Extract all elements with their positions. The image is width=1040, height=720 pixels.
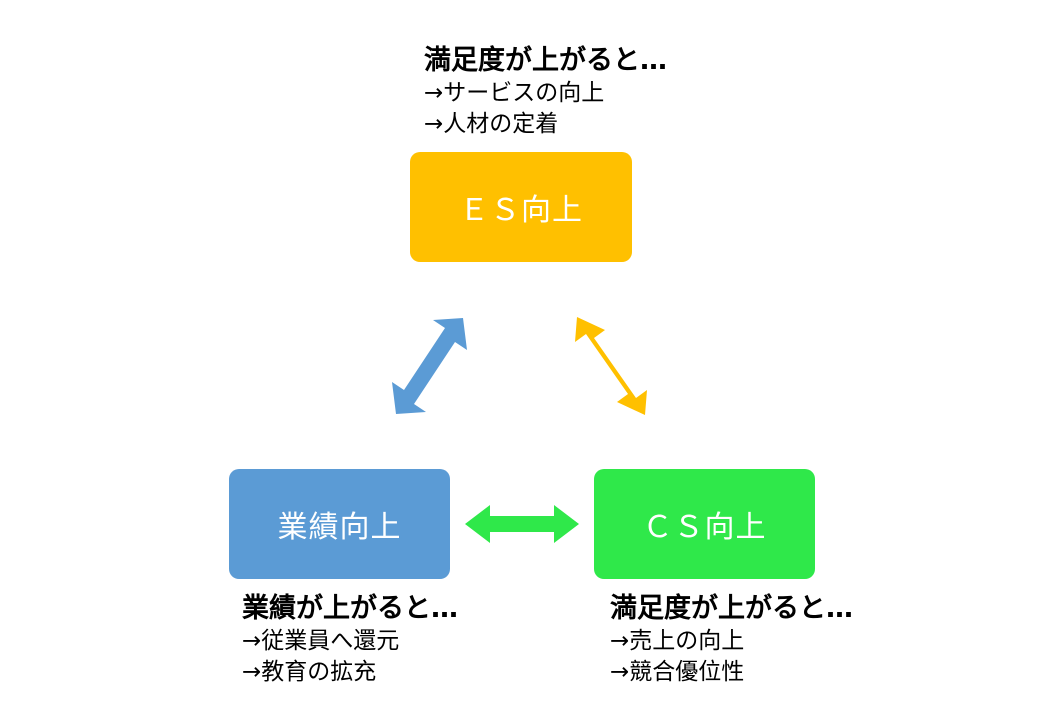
performance-note-title: 業績が上がると…	[242, 593, 458, 624]
cs-note: 満足度が上がると… →売上の向上 →競合優位性	[610, 592, 853, 688]
es-note: 満足度が上がると… →サービスの向上 →人材の定着	[424, 44, 667, 140]
cs-improvement-box: ＣＳ向上	[594, 469, 815, 579]
es-improvement-box: ＥＳ向上	[410, 152, 632, 262]
es-cs-double-arrow-icon	[575, 317, 647, 415]
cs-note-title: 満足度が上がると…	[610, 593, 853, 624]
performance-note: 業績が上がると… →従業員へ還元 →教育の拡充	[242, 592, 458, 688]
es-note-line: →サービスの向上	[424, 80, 605, 106]
cs-note-line: →売上の向上	[610, 628, 745, 654]
cs-note-line: →競合優位性	[610, 659, 745, 685]
performance-improvement-box: 業績向上	[229, 469, 450, 579]
es-note-line: →人材の定着	[424, 111, 559, 137]
es-note-title: 満足度が上がると…	[424, 45, 667, 76]
performance-note-line: →教育の拡充	[242, 659, 377, 685]
performance-note-line: →従業員へ還元	[242, 628, 400, 654]
es-performance-double-arrow-icon	[392, 318, 467, 414]
performance-cs-double-arrow-icon	[465, 505, 579, 543]
